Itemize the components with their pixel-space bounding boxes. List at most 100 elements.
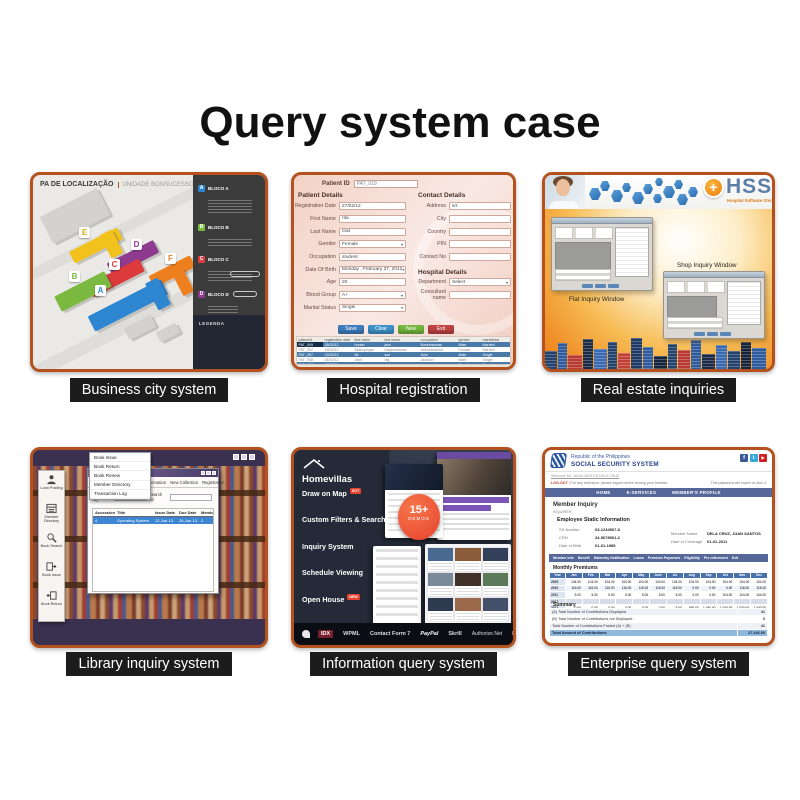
form-button[interactable]: Exit [428, 325, 454, 334]
facebook-icon[interactable]: f [740, 454, 748, 462]
menu-item[interactable]: Book Issue [90, 453, 150, 463]
tab[interactable]: Pre-retirement [703, 556, 728, 560]
skyline-building [654, 356, 667, 369]
skyline-building [545, 351, 557, 369]
field-input[interactable]: srt [449, 202, 511, 211]
feature-item: Inquiry System [302, 541, 354, 551]
window-button[interactable] [595, 283, 606, 288]
password-note: This password will expire on Nov 3 [710, 481, 766, 485]
field-input[interactable] [449, 227, 511, 236]
tab[interactable]: New Collection [170, 480, 199, 485]
menu-item[interactable]: Book Return [90, 462, 150, 472]
field-input[interactable]: Select▾ [449, 278, 511, 287]
form-button[interactable]: Save [338, 325, 364, 334]
field-input[interactable] [449, 214, 511, 223]
shop-inquiry-window[interactable] [663, 271, 765, 339]
tab[interactable]: Loans [633, 556, 644, 560]
field-label: Contact No [419, 254, 447, 260]
menu-item[interactable]: Transaction Log [90, 490, 150, 499]
minimize-icon[interactable] [200, 470, 205, 475]
field-label: PIN [437, 241, 446, 248]
partner-logo[interactable]: WPML [343, 631, 360, 637]
tab[interactable]: Registration [202, 480, 225, 485]
field-input[interactable] [449, 253, 511, 261]
maximize-icon[interactable] [206, 470, 211, 475]
field-input[interactable]: Monday , February 27, 2012▾ [339, 265, 406, 274]
toolbar-item[interactable]: Book Issue [39, 561, 64, 590]
mock-text-lines [439, 513, 509, 531]
hss-brand: HSS [726, 175, 773, 198]
window-button[interactable] [707, 331, 718, 336]
tab[interactable]: Exit [731, 556, 739, 560]
window-button[interactable] [608, 283, 619, 288]
toolbar-item[interactable]: Book Search [39, 532, 64, 561]
skyline-building [728, 351, 740, 369]
field-label: Address [426, 203, 446, 210]
window-button[interactable] [694, 331, 705, 336]
tab[interactable]: Premium Payments [647, 556, 681, 560]
field-input[interactable]: rita [339, 214, 406, 223]
legend-text-lines [208, 306, 238, 313]
field-input[interactable] [449, 290, 511, 299]
window-button[interactable] [582, 283, 593, 288]
close-icon[interactable] [249, 454, 255, 460]
window-button[interactable] [720, 331, 731, 336]
menu-item[interactable]: Book Renew [90, 471, 150, 481]
tab[interactable]: Member Info [553, 556, 574, 560]
patient-details-heading: Patient Details [298, 192, 343, 199]
patient-id-input[interactable]: PAT_019 [353, 180, 418, 188]
logout-link[interactable]: LOG-OUT [551, 481, 568, 485]
toolbar-item[interactable]: Loan Posting [39, 474, 64, 503]
field-input[interactable]: Female▾ [339, 240, 406, 249]
youtube-icon[interactable]: ▶ [759, 454, 767, 462]
tab[interactable]: Reservation [143, 480, 167, 485]
legend-pill-button[interactable] [230, 271, 260, 277]
field-input[interactable] [449, 240, 511, 249]
nav-item[interactable]: MEMBER'S PROFILE [672, 490, 721, 495]
patient-id-label: Patient ID [322, 181, 350, 187]
hospital-registration-panel: Patient ID PAT_019 Patient Details Conta… [291, 172, 516, 370]
field-input[interactable]: 20 [339, 278, 406, 287]
partner-logo[interactable]: Authorize.Net [471, 631, 503, 637]
partner-logo[interactable]: BANK [512, 631, 513, 637]
partner-logo[interactable]: PayPal [420, 631, 439, 637]
tab[interactable]: Eligibility [684, 556, 700, 560]
close-icon[interactable] [211, 470, 216, 475]
field-input[interactable]: mat [339, 227, 406, 236]
toolbar-item[interactable]: Member Directory [39, 503, 64, 532]
menu-item[interactable]: Member Directory [90, 481, 150, 490]
map-label-a: A [95, 285, 106, 296]
maximize-icon[interactable] [241, 454, 247, 460]
field-input[interactable]: 27/02/12 [339, 202, 406, 211]
field-input[interactable]: student [339, 253, 406, 261]
form-button[interactable]: New [398, 325, 424, 334]
partner-logo[interactable]: Contact Form 7 [369, 631, 411, 637]
minimize-icon[interactable] [233, 454, 239, 460]
form-button[interactable]: Clear [368, 325, 394, 334]
tab[interactable]: Benefit [577, 556, 590, 560]
field-label: Date Of Birth [305, 266, 336, 273]
legend-pill-button[interactable] [233, 291, 257, 297]
nav-item[interactable]: HOME [596, 490, 611, 495]
field-input[interactable]: Single▾ [339, 303, 406, 312]
partner-logo[interactable]: IDX [318, 630, 334, 638]
twitter-icon[interactable]: t [749, 454, 758, 462]
horizontal-scrollbar[interactable] [296, 365, 511, 367]
search-for-label: Search for [148, 492, 163, 502]
nav-item[interactable]: E-SERVICES [626, 490, 657, 495]
field-input[interactable]: A+▾ [339, 291, 406, 300]
toolbar-item[interactable]: Book Return [39, 590, 64, 619]
summary-table: (A) Total Number of Contributions Displa… [549, 608, 768, 637]
partner-logo[interactable]: Skrill [448, 631, 462, 637]
search-input[interactable] [169, 493, 213, 501]
tab[interactable]: Maternity Notification [593, 556, 630, 560]
flat-inquiry-window[interactable] [551, 217, 653, 291]
